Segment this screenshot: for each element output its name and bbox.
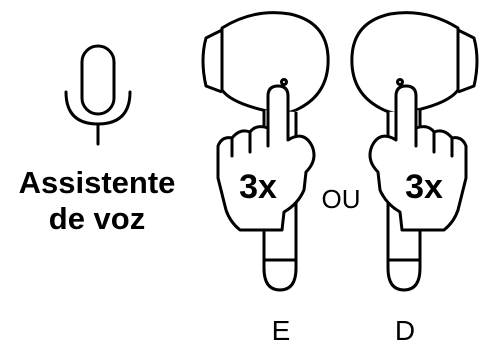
or-separator: OU — [322, 184, 361, 214]
right-tap-count: 3x — [405, 168, 443, 206]
feature-label-line1: Assistente — [19, 165, 176, 200]
left-earbud-label: E — [272, 315, 291, 344]
left-tap-count: 3x — [239, 168, 277, 206]
right-earbud-label: D — [395, 315, 415, 344]
tap-hand-icon-left — [216, 84, 316, 232]
tap-hand-icon-right — [368, 84, 468, 232]
feature-label-line2: de voz — [49, 201, 145, 236]
microphone-icon — [64, 44, 132, 146]
